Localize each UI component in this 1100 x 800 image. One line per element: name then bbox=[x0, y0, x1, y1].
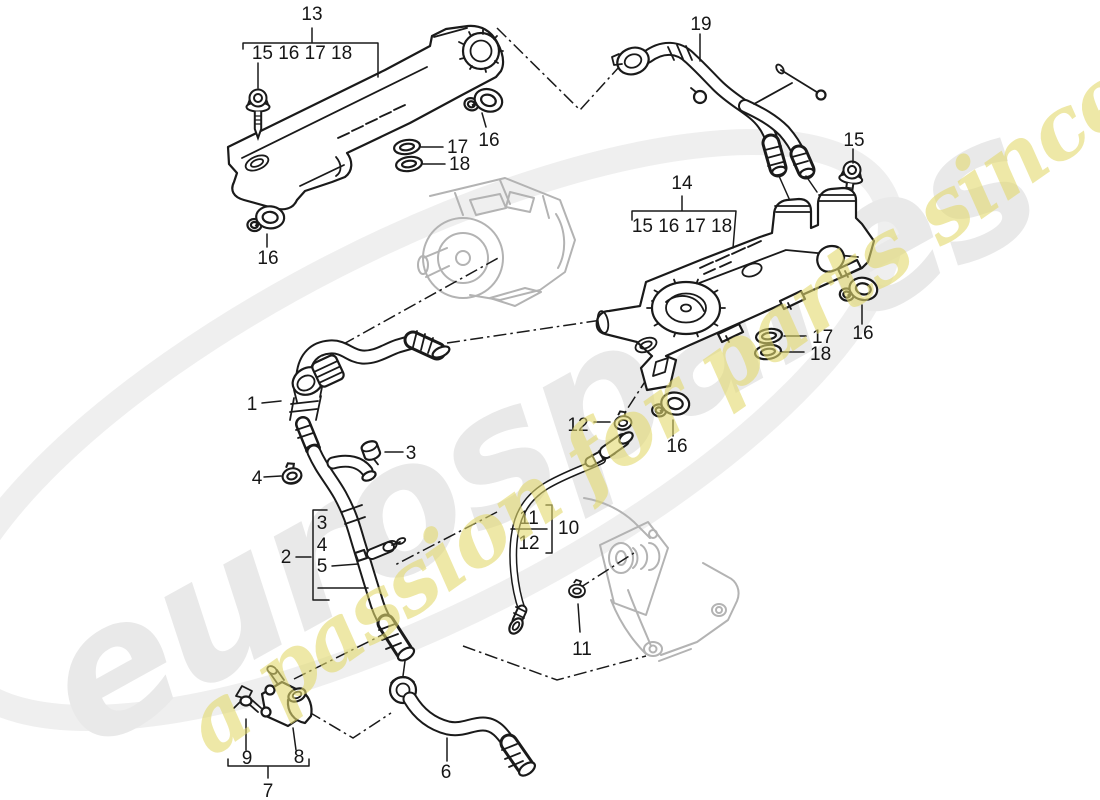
valve-cover-14 bbox=[595, 186, 876, 392]
clamp-16-under-13 bbox=[245, 203, 287, 235]
callout-group-13: 15 16 17 18 bbox=[252, 43, 352, 64]
watermark-swoosh bbox=[0, 129, 904, 731]
callout-4: 4 bbox=[252, 468, 263, 489]
callout-2: 2 bbox=[281, 547, 292, 568]
callout-14: 14 bbox=[671, 173, 693, 194]
callout-10: 10 bbox=[558, 518, 579, 539]
hose-1 bbox=[289, 330, 451, 455]
cap-3 bbox=[360, 440, 382, 466]
callout-5-row: 5 bbox=[317, 556, 328, 577]
callout-16-top: 16 bbox=[478, 130, 499, 151]
callout-13: 13 bbox=[301, 4, 322, 25]
callout-17-left: 17 bbox=[447, 137, 468, 158]
callout-7: 7 bbox=[263, 781, 274, 800]
callout-12: 12 bbox=[567, 415, 588, 436]
callout-9: 9 bbox=[242, 748, 253, 769]
hose-1-clamp-collar bbox=[311, 354, 345, 388]
ghost-engine-mount bbox=[583, 497, 740, 662]
o-ring-17-left bbox=[392, 137, 422, 157]
callout-19: 19 bbox=[690, 14, 711, 35]
callout-group-14: 15 16 17 18 bbox=[632, 216, 732, 237]
callout-labels: 13 15 16 17 18 16 17 18 16 19 15 14 15 1… bbox=[242, 4, 874, 800]
clip-9 bbox=[233, 685, 262, 713]
callout-6: 6 bbox=[441, 762, 452, 783]
callout-8: 8 bbox=[294, 747, 305, 768]
ghost-transmission bbox=[417, 177, 576, 307]
callout-16-under-13: 16 bbox=[257, 248, 278, 269]
callout-12-frac: 12 bbox=[518, 533, 539, 554]
hose-6 bbox=[388, 675, 537, 777]
callout-18-right: 18 bbox=[810, 344, 831, 365]
oil-filler-cap-14 bbox=[646, 278, 726, 338]
pipe-10 bbox=[508, 431, 634, 635]
callout-15-right: 15 bbox=[843, 130, 864, 151]
assembly-lines bbox=[293, 27, 649, 739]
callout-11-frac: 11 bbox=[519, 508, 539, 529]
o-ring-18-left bbox=[394, 154, 424, 174]
callout-16-mid: 16 bbox=[666, 436, 687, 457]
callout-1: 1 bbox=[247, 394, 258, 415]
clamp-11 bbox=[568, 578, 586, 599]
hose-2 bbox=[306, 444, 416, 677]
hose-19 bbox=[611, 41, 827, 204]
callout-3-row: 3 bbox=[317, 513, 328, 534]
callout-16-right: 16 bbox=[852, 323, 873, 344]
callout-11: 11 bbox=[572, 639, 592, 660]
callout-3: 3 bbox=[406, 443, 417, 464]
callout-4-row: 4 bbox=[317, 535, 328, 556]
nub-5 bbox=[353, 548, 369, 563]
callout-leaders bbox=[227, 27, 863, 779]
valve-cover-13 bbox=[226, 24, 505, 211]
callout-17-right: 17 bbox=[812, 327, 833, 348]
oil-cap-13 bbox=[458, 29, 504, 73]
valve-8 bbox=[260, 665, 313, 728]
callout-18-left: 18 bbox=[449, 154, 470, 175]
